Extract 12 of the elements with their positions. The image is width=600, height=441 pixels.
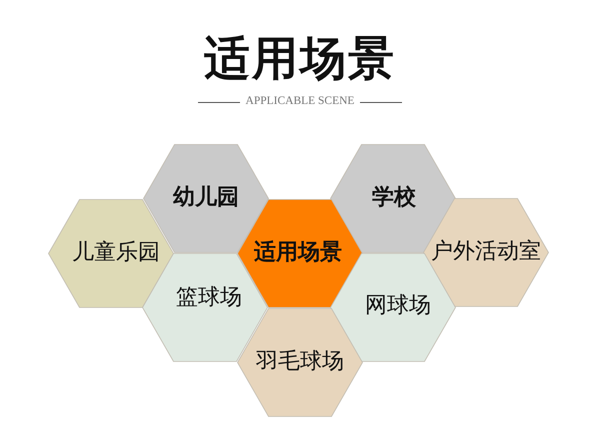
hexagon-label: 学校 [372,187,416,209]
hexagon-label: 羽毛球场 [256,351,344,373]
hexagon-label: 幼儿园 [173,187,239,209]
hexagon-label: 适用场景 [254,242,342,264]
hexagon [237,308,363,416]
hexagon-label: 户外活动室 [431,241,541,263]
hexagon [48,198,174,308]
hexagon-label: 篮球场 [176,287,242,309]
subtitle: APPLICABLE SCENE [246,96,354,108]
hexagon-label: 网球场 [365,295,431,317]
title: 适用场景 [204,35,396,81]
hexagon-label: 儿童乐园 [72,242,160,264]
